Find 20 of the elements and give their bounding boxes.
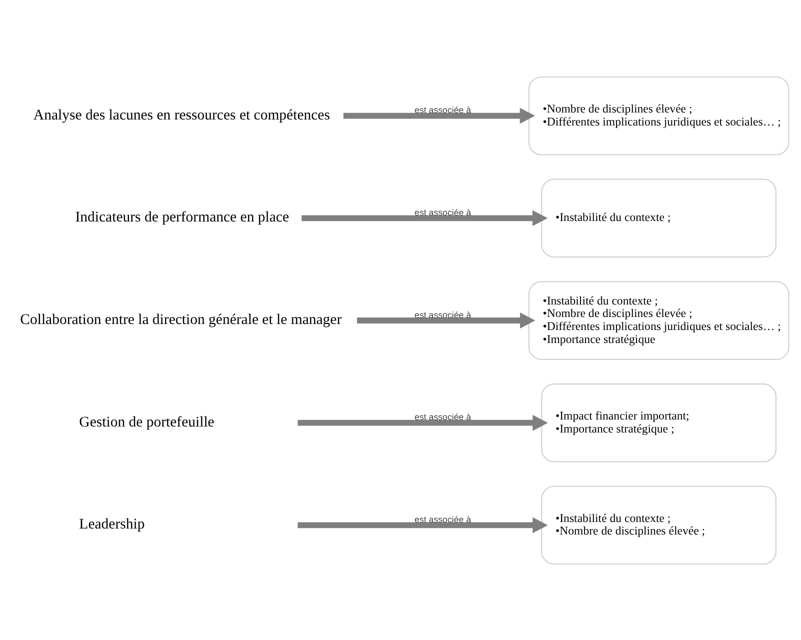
edge-label: est associée à: [414, 104, 472, 115]
node-text: Leadership: [79, 516, 145, 532]
arrow: [298, 516, 548, 533]
node-text: Analyse des lacunes en ressources et compétences: [33, 106, 330, 123]
arrow: [302, 210, 548, 226]
arrow: [343, 107, 536, 124]
node-box: •Instabilité du contexte ; •Nombre de disciplines élevée ;: [541, 485, 776, 564]
node-box: •Instabilité du contexte ;: [541, 178, 776, 258]
node-box: •Instabilité du contexte ; •Nombre de disciplines élevée ; •Différentes implications juridiques et sociales… ; •Importance stratégique: [528, 280, 790, 360]
node-box: •Impact financier important; •Importance stratégique ;: [541, 382, 776, 462]
node-text: Collaboration entre la direction générale et le manager: [20, 311, 342, 328]
node-text: Indicateurs de performance en place: [75, 209, 290, 226]
node-box: •Nombre de disciplines élevée ; •Différentes implications juridiques et sociales… ;: [528, 76, 790, 155]
node-text: Gestion de portefeuille: [79, 414, 214, 430]
edge-label: est associée à: [414, 309, 472, 320]
arrow: [298, 414, 548, 430]
edge-label: est associée à: [414, 412, 472, 422]
arrow: [357, 312, 536, 328]
edge-label: est associée à: [414, 514, 472, 524]
edge-label: est associée à: [414, 206, 472, 217]
